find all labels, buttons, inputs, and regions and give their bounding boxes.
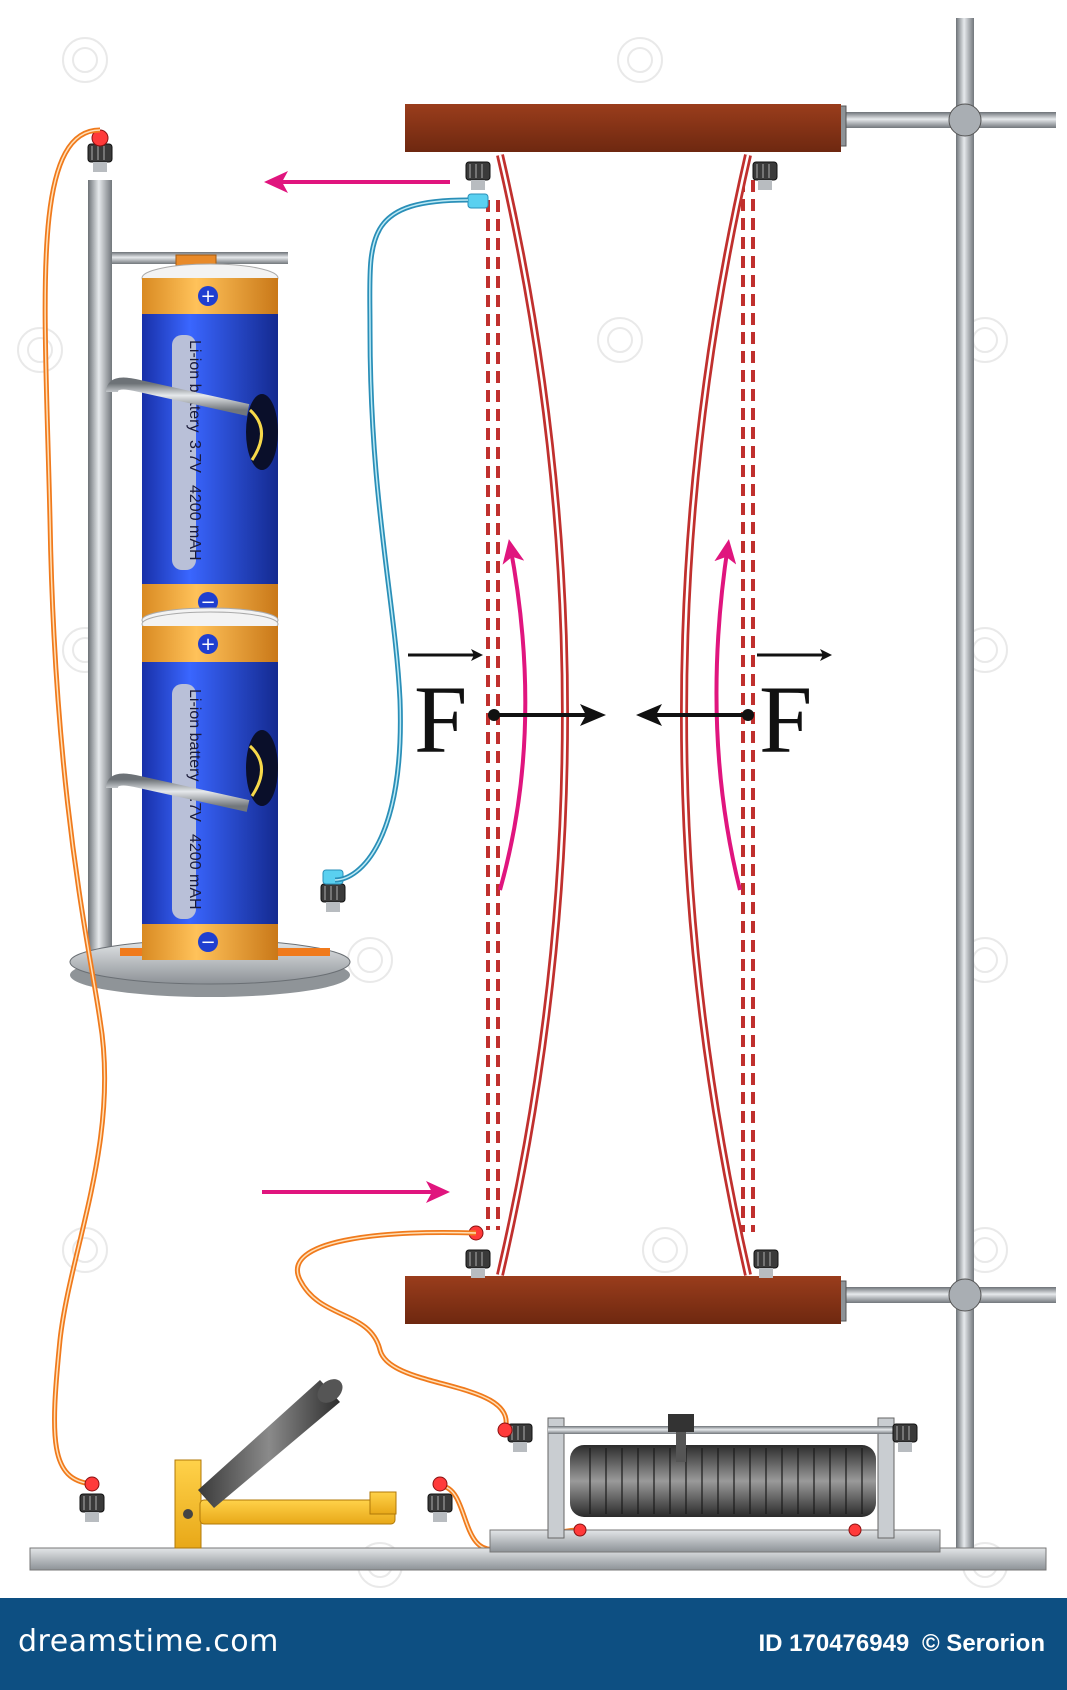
wire-blue xyxy=(334,197,469,883)
minus-sign-top xyxy=(198,592,218,612)
battery-top-capacity: 4200 mAH xyxy=(186,485,203,561)
blue-connector-top xyxy=(467,193,489,209)
minus-label-bottom: − xyxy=(200,932,215,953)
footer-site-name[interactable]: dreamstime.com xyxy=(18,1624,279,1659)
retort-stand xyxy=(789,18,1056,1563)
plus-label-bottom: + xyxy=(200,634,215,655)
field-arc-right xyxy=(714,539,742,891)
footer-author: © Serorion xyxy=(921,1630,1045,1657)
battery-bottom: + − Li-ion battery 3.7V 4200 mAH xyxy=(106,611,279,960)
force-label-right: F xyxy=(759,666,812,773)
plus-label-top: + xyxy=(200,286,215,307)
battery-top-name: Li-ion battery xyxy=(186,340,203,433)
battery-top: + − Li-ion battery 3.7V 4200 mAH xyxy=(106,254,279,633)
footer-bar: dreamstime.com ID 170476949 © Serorion xyxy=(0,1598,1067,1690)
rheostat xyxy=(489,1414,941,1553)
battery-bottom-name: Li-ion battery xyxy=(186,689,203,782)
terminal-top-left xyxy=(465,161,491,191)
terminal-top-right xyxy=(752,161,778,191)
switch-key xyxy=(79,1379,453,1549)
top-board xyxy=(405,104,841,152)
battery-bottom-capacity: 4200 mAH xyxy=(186,834,203,910)
battery-stand xyxy=(69,129,351,997)
wire-orange-left xyxy=(42,127,108,1487)
terminal-bottom-right xyxy=(753,1249,779,1279)
wire-orange-bottom xyxy=(295,1230,509,1431)
battery-top-voltage: 3.7V xyxy=(186,440,203,473)
plus-sign-bottom xyxy=(198,634,218,654)
field-arc-left xyxy=(498,539,528,891)
plus-sign-top xyxy=(198,286,218,306)
minus-sign-bottom xyxy=(198,932,218,952)
bottom-board xyxy=(405,1276,841,1324)
force-label-left: F xyxy=(414,666,467,773)
footer-image-id: ID 170476949 xyxy=(758,1630,910,1657)
footer-credit: ID 170476949 © Serorion xyxy=(752,1630,1045,1658)
electrodynamic-interaction-diagram: + − Li-ion battery 3.7V 4200 mAH + − Li-… xyxy=(17,18,1056,1588)
terminal-bottom-left xyxy=(465,1249,491,1279)
